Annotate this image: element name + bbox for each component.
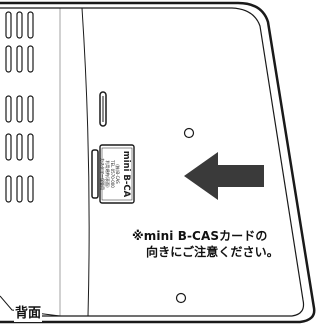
insert-direction-arrow [184,152,264,200]
device-inner-edge [0,7,305,317]
card-brand-text: mini B-CA [121,151,131,198]
card-small-line-4: カスタマー保管用 [100,158,106,190]
card-slot [91,149,99,199]
back-label-leader [0,295,61,317]
card-small-line-2: TEL 0570-000 [110,159,115,188]
card-small-line-3: 利用規約(表面) [105,160,111,188]
back-side-label: 背面 [14,306,43,322]
device-body-outline [0,1,316,324]
vent-slots [5,11,34,203]
screw-hole-upper [183,127,195,139]
note-line-1: ※mini B-CASカードの [132,229,268,243]
card-orientation-note: ※mini B-CASカードの 向きにご注意ください。 [132,228,308,260]
screw-hole-lower [175,292,187,304]
mini-bcas-card: mini B-CA (株)B-CAS TEL 0570-000 利用規約(表面)… [99,144,135,204]
side-button [99,91,107,127]
card-small-line-1: (株)B-CAS [115,164,121,184]
note-line-2: 向きにご注意ください。 [146,245,279,259]
side-rail [81,7,90,317]
